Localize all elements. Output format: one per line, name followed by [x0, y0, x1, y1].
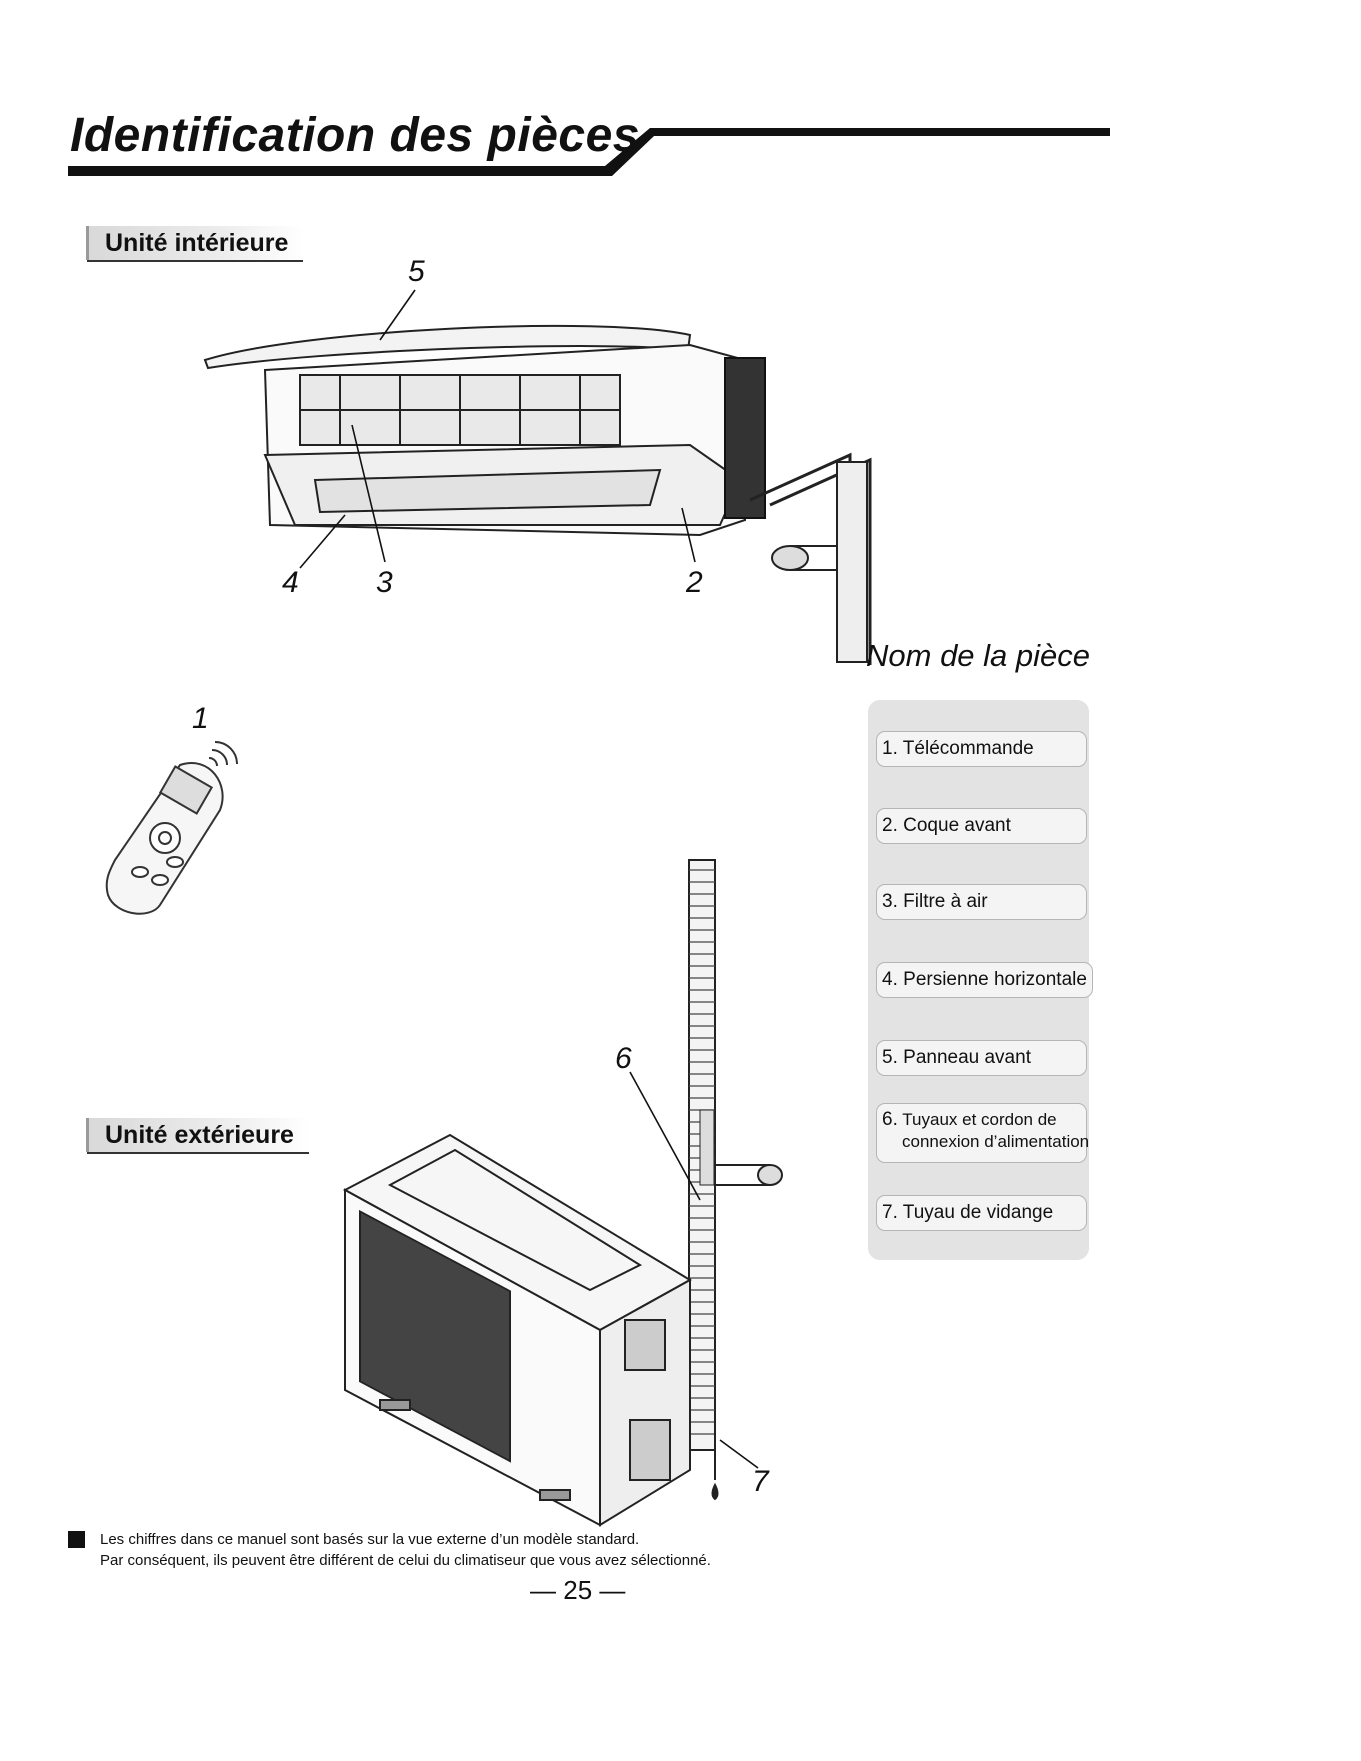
callout-3: 3	[376, 566, 393, 599]
indoor-leader-lines	[299, 289, 696, 569]
connection-pipe-drawing	[688, 859, 783, 1451]
callout-6: 6	[615, 1042, 632, 1075]
callout-7: 7	[752, 1465, 769, 1498]
parts-list-item: 1. Télécommande	[876, 731, 1087, 767]
indoor-unit-label: Unité intérieure	[86, 226, 305, 260]
page-title: Identification des pièces	[70, 109, 640, 162]
outdoor-leader-lines	[629, 1071, 759, 1469]
parts-list-title: Nom de la pièce	[866, 638, 1091, 673]
footnote: Les chiffres dans ce manuel sont basés s…	[100, 1531, 711, 1569]
outdoor-unit-drawing	[342, 1133, 692, 1527]
outdoor-unit-label: Unité extérieure	[86, 1118, 310, 1152]
parts-list-item: 3. Filtre à air	[876, 884, 1087, 920]
parts-list-item: 4. Persienne horizontale	[876, 962, 1093, 998]
callout-2: 2	[686, 566, 703, 599]
parts-list-item: 5. Panneau avant	[876, 1040, 1087, 1076]
indoor-unit-drawing	[203, 324, 872, 665]
callout-5: 5	[408, 255, 425, 288]
parts-list-item: 6. Tuyaux et cordon de connexion d’alime…	[876, 1103, 1089, 1163]
callout-4: 4	[282, 566, 299, 599]
remote-control-drawing	[105, 741, 238, 915]
title-bar	[68, 128, 1110, 176]
parts-list-item: 2. Coque avant	[876, 808, 1087, 844]
note-icon	[68, 1531, 85, 1548]
drain-pipe-drawing	[711, 1420, 719, 1501]
callout-1: 1	[192, 702, 209, 735]
parts-list-item: 7. Tuyau de vidange	[876, 1195, 1087, 1231]
page-number: — 25 —	[530, 1575, 626, 1605]
